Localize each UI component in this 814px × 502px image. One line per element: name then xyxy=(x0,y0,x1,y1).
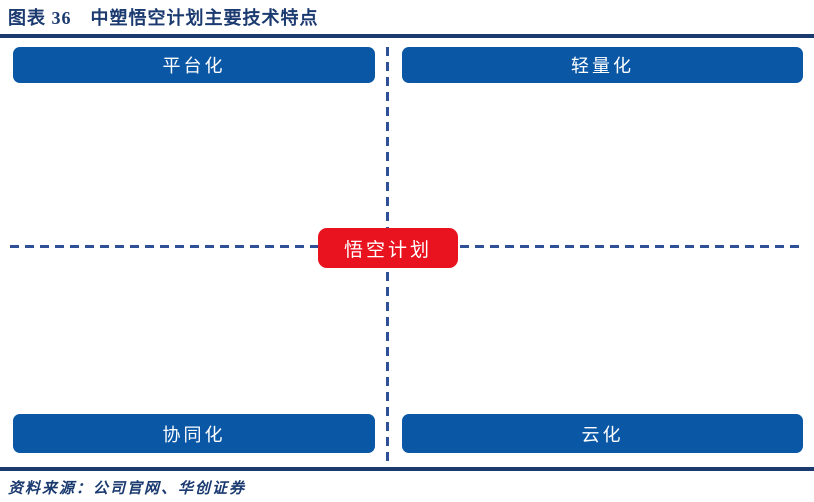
quadrant-label-collaboration: 协同化 xyxy=(13,414,375,453)
quadrant-label-platformization: 平台化 xyxy=(13,47,375,83)
quadrant-label-lightweight: 轻量化 xyxy=(402,47,803,83)
bottom-rule xyxy=(0,467,814,471)
center-label-wukong-plan: 悟空计划 xyxy=(318,228,458,268)
source-note: 资料来源：公司官网、华创证券 xyxy=(8,481,247,497)
quadrant-label-cloudification: 云化 xyxy=(402,414,803,453)
figure-title: 图表 36 中塑悟空计划主要技术特点 xyxy=(8,8,319,28)
title-rule xyxy=(0,34,814,38)
